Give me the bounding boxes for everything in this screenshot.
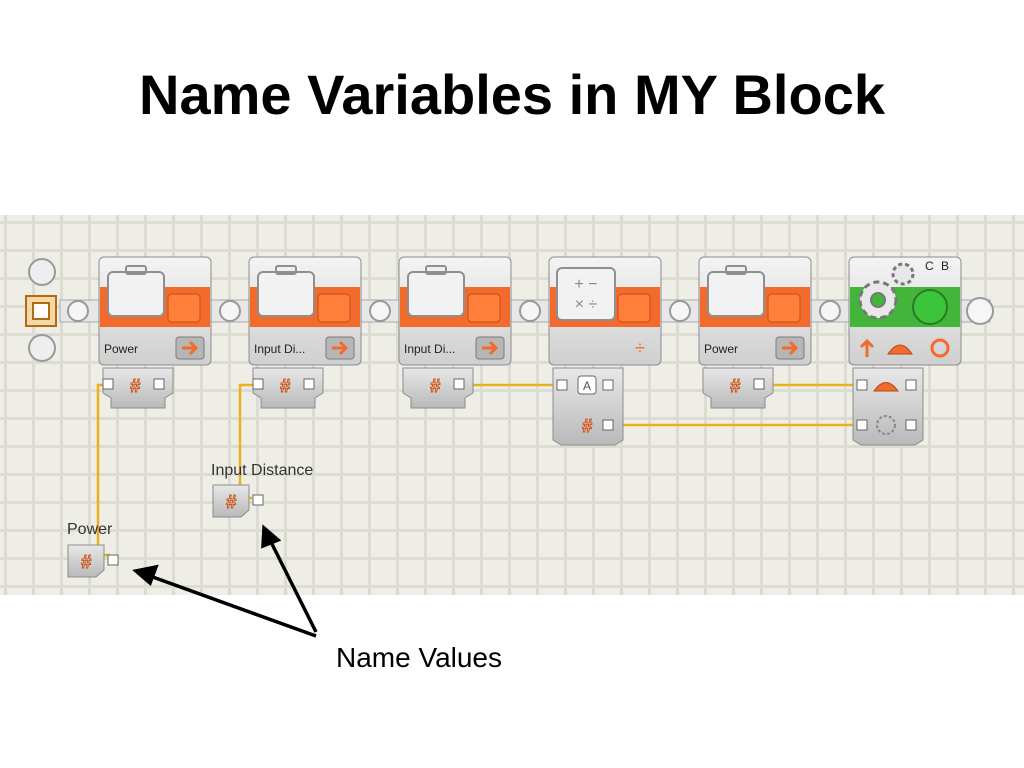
svg-text:#: #	[81, 552, 91, 572]
briefcase-icon	[707, 271, 765, 317]
floating-label-input-distance: Input Distance	[211, 462, 314, 479]
motor-ports-label: C B	[925, 259, 952, 273]
svg-text:#: #	[582, 416, 592, 436]
svg-text:#: #	[226, 492, 236, 512]
briefcase-icon	[107, 271, 165, 317]
svg-text:#: #	[730, 376, 740, 396]
block-label-power: Power	[104, 342, 139, 356]
floating-variable-input-distance[interactable]: #	[212, 484, 264, 518]
variable-block-1[interactable]: #	[98, 256, 212, 409]
svg-text:#: #	[280, 376, 290, 396]
svg-text:#: #	[430, 376, 440, 396]
block-label-power: Power	[704, 342, 739, 356]
svg-text:A: A	[583, 379, 591, 393]
svg-text:× ÷: × ÷	[575, 296, 598, 313]
block-label-input-distance: Input Di...	[404, 342, 456, 356]
variable-block-2[interactable]: #	[248, 256, 362, 409]
block-label-input-distance: Input Di...	[254, 342, 306, 356]
number-icon: #	[130, 376, 140, 396]
floating-variable-power[interactable]: #	[67, 544, 119, 578]
gear-icon	[858, 262, 915, 320]
annotation-arrows	[132, 524, 318, 638]
motor-block[interactable]	[848, 256, 962, 446]
math-icon	[556, 267, 616, 321]
svg-text:÷: ÷	[635, 338, 645, 358]
briefcase-icon	[257, 271, 315, 317]
caption-name-values: Name Values	[336, 642, 503, 673]
svg-text:+ −: + −	[574, 276, 597, 293]
floating-label-power: Power	[67, 521, 113, 538]
math-block[interactable]: + − × ÷ ÷ A #	[548, 256, 662, 446]
variable-block-3[interactable]: #	[398, 256, 512, 409]
slide-title: Name Variables in MY Block	[139, 63, 885, 126]
briefcase-icon	[407, 271, 465, 317]
variable-block-5[interactable]: #	[698, 256, 812, 409]
